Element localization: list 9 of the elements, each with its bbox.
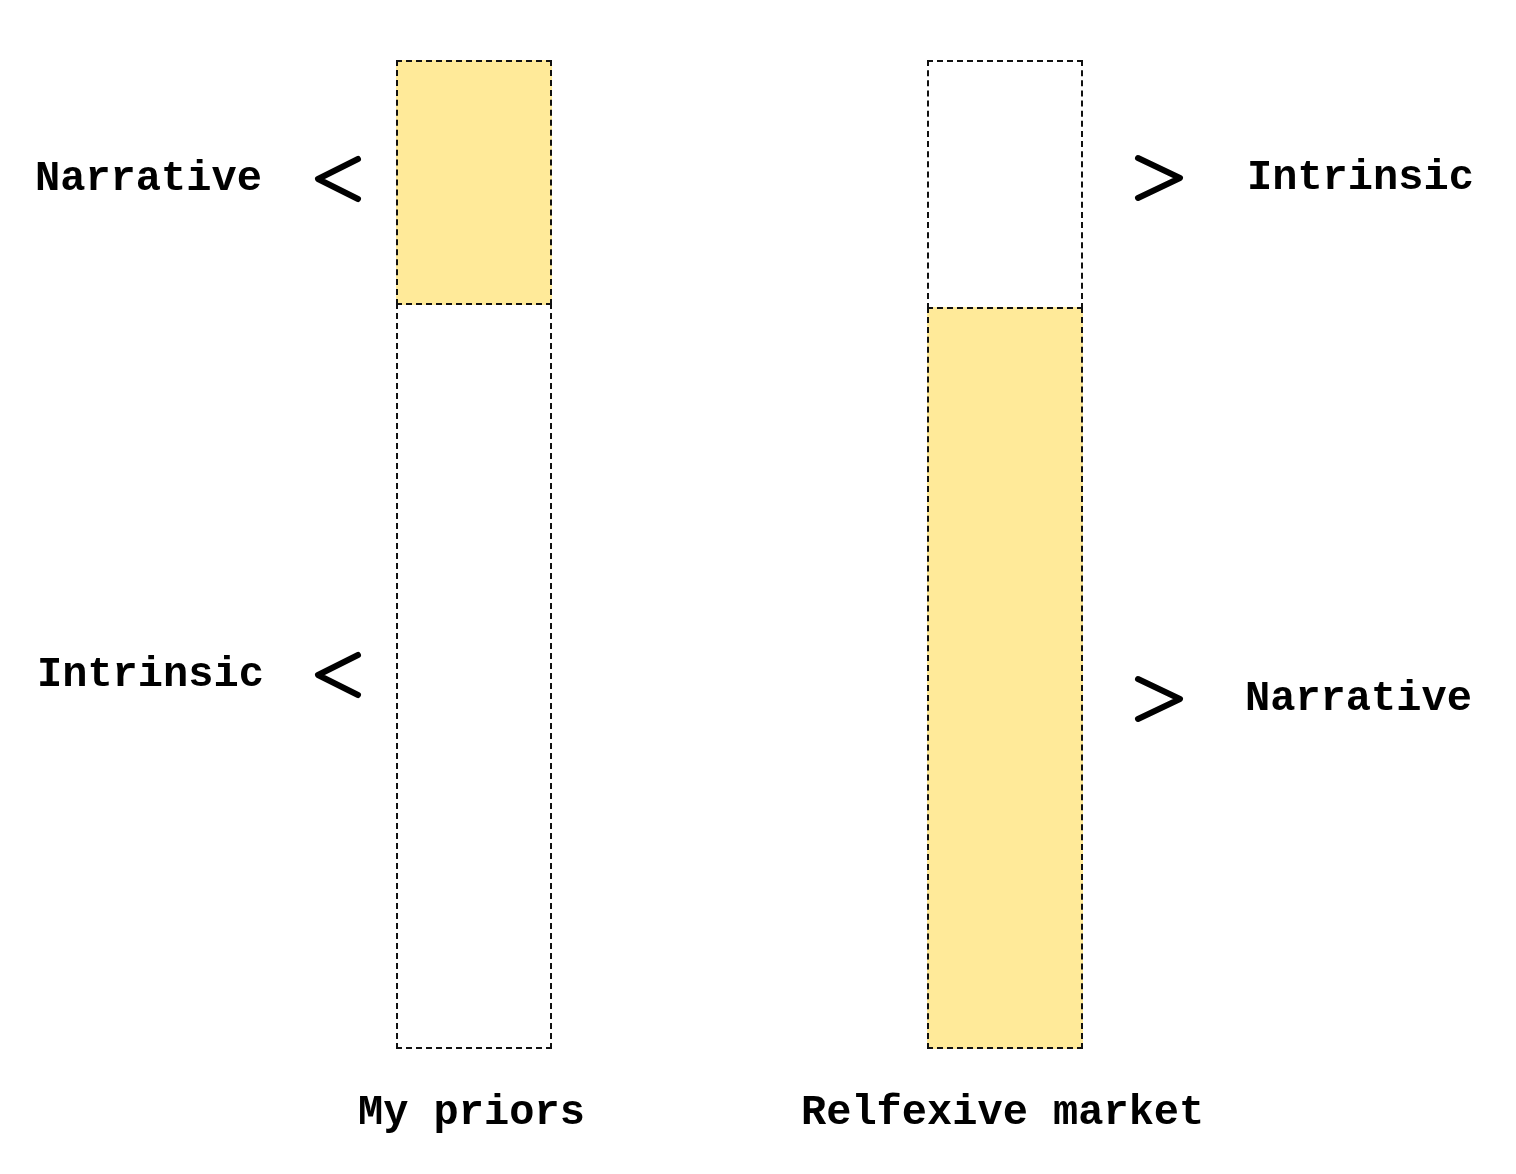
segment-label: Intrinsic <box>37 654 264 696</box>
bar-caption: Relfexive market <box>801 1092 1205 1134</box>
bar-segment <box>927 307 1083 1049</box>
bar-segment <box>396 303 552 1049</box>
segment-label: Narrative <box>1245 678 1472 720</box>
segment-label: Intrinsic <box>1247 157 1474 199</box>
bar-segment <box>396 60 552 305</box>
bar-caption: My priors <box>358 1092 585 1134</box>
segment-label: Narrative <box>35 158 262 200</box>
